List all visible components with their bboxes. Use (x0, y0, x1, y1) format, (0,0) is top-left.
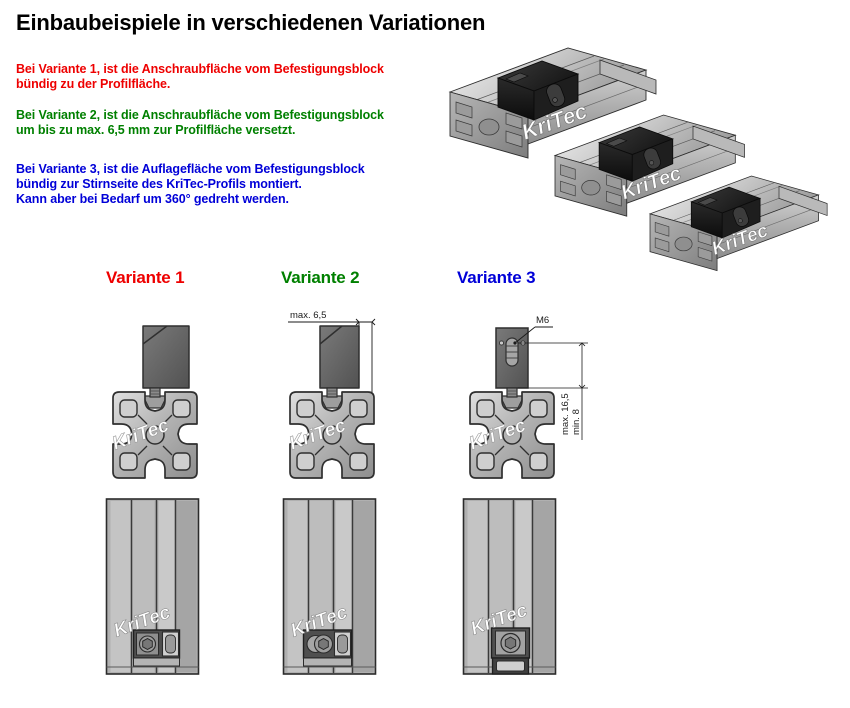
page-title: Einbaubeispiele in verschiedenen Variati… (16, 10, 486, 35)
top-view-variante-2: KriTec (272, 495, 397, 685)
top-view-variante-3: KriTec (452, 495, 577, 685)
dimension-label-max-6-5: max. 6,5 (290, 310, 326, 321)
isometric-render-3: KriTec (649, 175, 828, 271)
dimension-label-m6: M6 (536, 315, 549, 326)
top-view-variante-1: KriTec (95, 495, 220, 685)
variant-label-2: Variante 2 (281, 268, 360, 287)
block-topview-3 (490, 627, 531, 675)
dimension-vertical-group (518, 342, 588, 440)
variant-label-3: Variante 3 (457, 268, 536, 287)
dimension-label-min-8: min. 8 (571, 409, 582, 435)
isometric-render-1: KriTec (449, 47, 657, 159)
block-topview-1 (132, 629, 181, 667)
dimension-label-max-16-5: max. 16,5 (560, 393, 571, 435)
mounting-plate-3 (495, 327, 529, 389)
cross-section-variante-2: max. 6,5 KriTec (260, 300, 440, 490)
mounting-block-1 (142, 325, 190, 389)
isometric-renders-group: KriTec KriTec KriTec (449, 30, 850, 271)
note-variante-2: Bei Variante 2, ist die Anschraubfläche … (16, 108, 384, 137)
note-variante-1: Bei Variante 1, ist die Anschraubfläche … (16, 62, 384, 91)
cross-section-variante-1: KriTec (85, 300, 260, 490)
block-topview-2 (302, 629, 353, 667)
mounting-block-2 (319, 325, 360, 389)
cross-section-variante-3: M6 max. 16,5 min. 8 KriTec (440, 300, 625, 490)
note-variante-3: Bei Variante 3, ist die Auflagefläche vo… (16, 162, 365, 206)
variant-label-1: Variante 1 (106, 268, 185, 287)
leader-m6 (513, 326, 553, 345)
